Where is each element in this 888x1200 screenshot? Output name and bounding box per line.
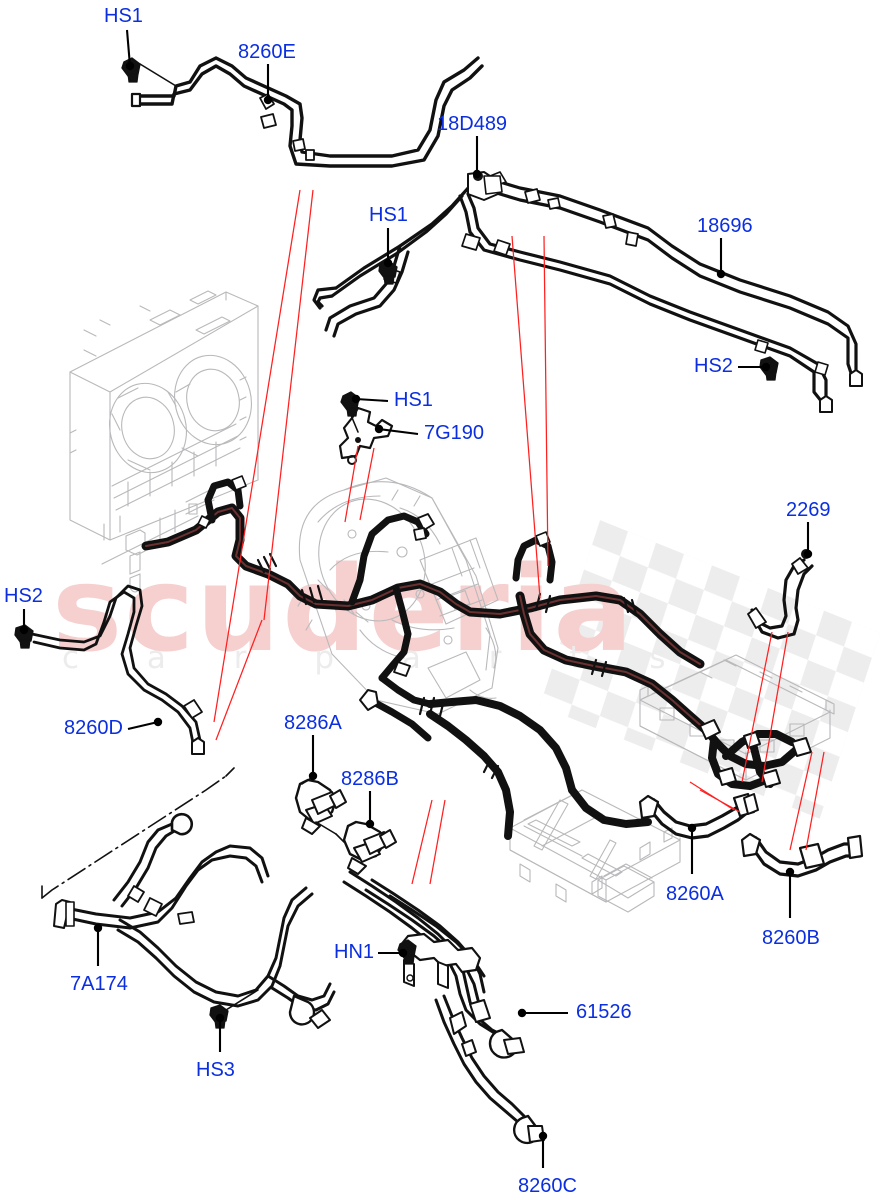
ptr-2269-b: [761, 631, 789, 783]
ptr-8260b-b: [805, 751, 825, 851]
part-label-p7a174[interactable]: 7A174: [70, 973, 128, 995]
cooling-fan-shroud-ghost: [69, 290, 259, 565]
part-label-p8286a[interactable]: 8286A: [284, 712, 342, 734]
part-label-hs1-top-left[interactable]: HS1: [104, 5, 143, 27]
hose-main-left: [141, 475, 705, 669]
ptr-8260e-b: [263, 189, 314, 621]
part-label-hs1-bracket[interactable]: HS1: [394, 389, 433, 411]
ptr-8260a-b: [699, 789, 741, 813]
hose-2269: [747, 549, 814, 640]
leader-dot-p8286a: [308, 771, 318, 781]
leader-hs1-bracket: [355, 397, 389, 403]
part-label-hs1-mid-left[interactable]: HS1: [369, 204, 408, 226]
dash-dot-guideline: [41, 767, 235, 899]
hose-8260e: [121, 56, 484, 168]
leader-p7g190: [378, 427, 419, 436]
ptr-7g190-b: [359, 447, 375, 521]
ptr-8260e-a: [213, 189, 301, 723]
valve-8286b: [335, 820, 397, 875]
ptr-8286b-a: [411, 799, 433, 885]
pipe-7a174: [53, 812, 336, 1029]
part-label-p8260b[interactable]: 8260B: [762, 927, 820, 949]
part-label-p7g190[interactable]: 7G190: [424, 422, 485, 444]
leader-dot-hs3: [215, 1013, 225, 1023]
ptr-2269-a: [741, 631, 773, 783]
leader-dot-hs2-left: [19, 625, 29, 635]
transmission-ghost: [297, 477, 499, 715]
part-label-hs3[interactable]: HS3: [196, 1059, 235, 1081]
leader-dot-p8260e: [263, 95, 273, 105]
ptr-18d489-b: [543, 235, 549, 567]
hose-main-right: [512, 531, 812, 790]
hose-transmission-branches: [348, 512, 652, 840]
leader-dot-p8286b: [365, 819, 375, 829]
ptr-8286b-b: [429, 799, 446, 885]
connector-18d489: [467, 171, 503, 201]
part-label-p2269[interactable]: 2269: [786, 499, 831, 521]
valve-8286a: [294, 775, 347, 835]
leader-dot-p7a174: [93, 923, 103, 933]
pipe-18d489-18696: [312, 171, 863, 413]
part-label-p61526[interactable]: 61526: [576, 1001, 632, 1023]
leader-dot-p61526: [517, 1008, 527, 1018]
leader-dot-p8260b: [785, 867, 795, 877]
ptr-7g190-a: [344, 445, 359, 523]
leader-dot-p8260d: [153, 717, 163, 727]
part-label-p8260d[interactable]: 8260D: [64, 717, 123, 739]
ptr-18d489-a: [511, 235, 541, 599]
part-label-p8260c[interactable]: 8260C: [518, 1175, 577, 1197]
part-label-p8286b[interactable]: 8286B: [341, 768, 399, 790]
leader-dot-p18d489: [472, 169, 482, 179]
leader-dot-p7g190: [374, 424, 384, 434]
leader-dot-hs1-mid-left: [383, 258, 393, 268]
radiator-outlet-ghost: [125, 529, 146, 593]
leader-p8260d: [127, 720, 159, 731]
leader-dot-p2269: [803, 549, 813, 559]
aux-housing-ghost: [597, 863, 655, 913]
clip-hs1-b: [378, 260, 398, 285]
leader-dot-p8260c: [538, 1131, 548, 1141]
part-label-p18d489[interactable]: 18D489: [437, 113, 508, 135]
leader-dot-hs1-top-left: [125, 61, 135, 71]
part-label-p8260a[interactable]: 8260A: [666, 883, 724, 905]
hose-8260b: [740, 832, 864, 878]
leader-dot-hs1-bracket: [351, 394, 361, 404]
leader-dot-hn1: [398, 948, 408, 958]
ptr-8260b-a: [789, 751, 813, 851]
ptr-8286a-a: [215, 619, 263, 741]
leader-dot-p18696: [716, 269, 726, 279]
battery-pack-tray-ghost: [509, 789, 681, 903]
pipe-61526: [342, 870, 545, 1145]
leader-dot-hs2-right: [761, 362, 771, 372]
part-label-hs2-left[interactable]: HS2: [4, 585, 43, 607]
leader-hs1-top-left: [125, 29, 132, 67]
part-label-hs2-right[interactable]: HS2: [694, 355, 733, 377]
part-label-p18696[interactable]: 18696: [697, 215, 753, 237]
leader-dot-p8260a: [687, 823, 697, 833]
hose-8260d: [14, 584, 205, 755]
part-label-hn1[interactable]: HN1: [334, 941, 375, 963]
part-label-p8260e[interactable]: 8260E: [238, 41, 296, 63]
